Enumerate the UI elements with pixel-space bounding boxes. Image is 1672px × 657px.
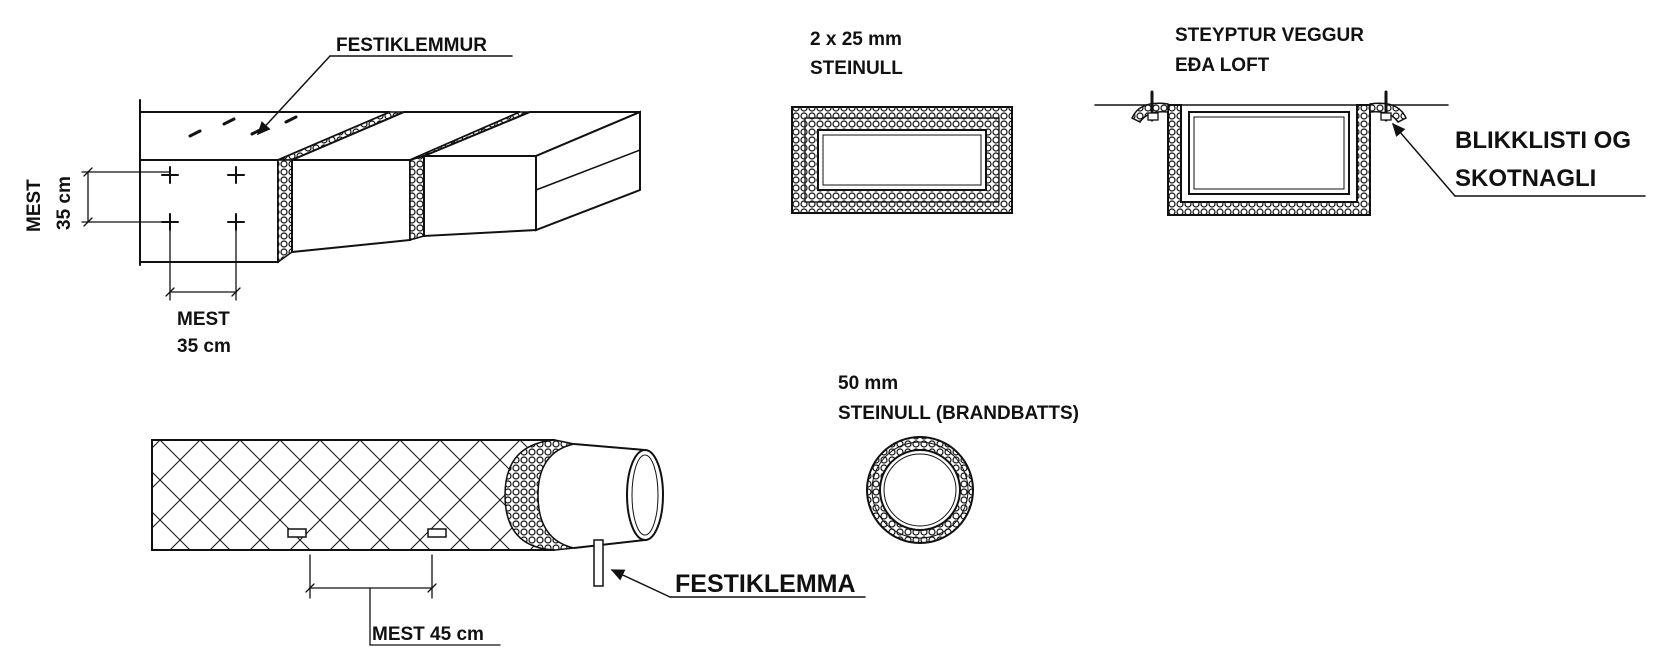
horizontal-dimension <box>165 229 241 301</box>
rect-section <box>791 106 1013 214</box>
label-festiklemma: FESTIKLEMMA <box>675 570 856 598</box>
vertical-dimension <box>81 167 171 227</box>
label-insul-round-2: STEINULL (BRANDBATTS) <box>838 403 1079 424</box>
label-mest-bottom-1: MEST <box>177 309 230 330</box>
label-mest-vertical-2: 35 cm <box>54 176 75 230</box>
label-wall-2: EÐA LOFT <box>1175 55 1270 76</box>
label-mest-bottom-2: 35 cm <box>177 336 231 357</box>
label-wall-1: STEYPTUR VEGGUR <box>1175 25 1364 46</box>
festiklemmur-leader <box>256 55 513 136</box>
label-blikk-2: SKOTNAGLI <box>1455 165 1596 192</box>
duct-2-front <box>423 155 537 238</box>
round-duct <box>151 439 866 646</box>
duct-2-side <box>535 110 641 232</box>
label-insul-rect-2: STEINULL <box>810 58 903 79</box>
label-mest-vertical-1: MEST <box>24 179 45 232</box>
insulation-ring-2-side <box>409 155 425 241</box>
duct-1-front <box>291 159 411 254</box>
label-blikk-1: BLIKKLISTI OG <box>1455 127 1631 154</box>
duct-isometric <box>81 55 641 301</box>
label-mest-45: MEST 45 cm <box>372 624 484 645</box>
round-section <box>866 436 974 544</box>
wall-mount-section <box>1094 90 1646 216</box>
label-insul-round-1: 50 mm <box>838 373 898 394</box>
wall-block-front <box>139 159 279 263</box>
label-festiklemmur: FESTIKLEMMUR <box>336 35 487 56</box>
insulation-strip-side <box>277 159 293 264</box>
label-insul-rect-1: 2 x 25 mm <box>810 29 902 50</box>
